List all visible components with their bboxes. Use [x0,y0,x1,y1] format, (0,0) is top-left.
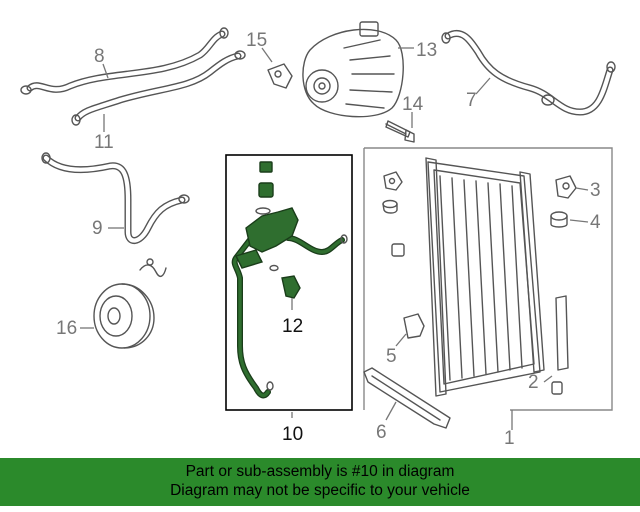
callout-13: 13 [416,40,437,61]
hose-11[interactable] [71,50,246,126]
highlight-box-10 [225,154,353,411]
callout-1: 1 [504,428,515,449]
leader-6 [385,401,397,421]
leader-5 [395,333,407,347]
condenser-1[interactable] [425,157,545,397]
callout-12: 12 [282,316,303,337]
condenser-frame [364,147,613,411]
callout-3: 3 [590,180,601,201]
compressor-13[interactable] [302,21,404,118]
callout-11: 11 [94,132,114,153]
bracket-3[interactable] [555,175,577,199]
leader-3 [575,187,589,191]
bracket-15[interactable] [267,63,293,89]
parts-diagram: 1 2 3 4 5 6 7 8 9 10 11 12 13 14 15 16 [20,21,616,449]
callout-8: 8 [94,46,105,67]
part-notice-banner: Part or sub-assembly is #10 in diagram D… [0,458,640,506]
bracket-2[interactable] [551,295,569,395]
callout-14: 14 [402,94,424,115]
cushion-5[interactable] [403,313,425,339]
leader-7 [475,77,491,95]
callout-9: 9 [92,218,103,239]
grommet-left [382,199,398,214]
grommet-4[interactable] [550,211,568,228]
bolt-14[interactable] [385,120,415,143]
callout-5: 5 [386,346,397,367]
seal-6[interactable] [363,367,451,429]
banner-line-1: Part or sub-assembly is #10 in diagram [185,463,455,480]
callout-7: 7 [466,90,477,111]
clutch-16[interactable] [93,258,167,349]
callout-6: 6 [376,422,387,443]
callout-10: 10 [282,424,303,445]
hose-8[interactable] [20,27,229,95]
leader-15 [261,47,273,63]
leader-8 [102,63,109,79]
pipe-9[interactable] [41,152,190,244]
leader-4 [569,219,589,223]
cushion-left [391,243,405,257]
callout-15: 15 [246,30,267,51]
banner-line-2: Diagram may not be specific to your vehi… [170,482,470,499]
callout-2: 2 [528,372,539,393]
leader-2 [543,375,553,383]
hose-7[interactable] [441,29,616,116]
bracket-left-upper [383,171,403,191]
callout-16: 16 [56,318,77,339]
discharge-hose-assembly-10[interactable] [231,161,348,399]
callout-4: 4 [590,212,601,233]
